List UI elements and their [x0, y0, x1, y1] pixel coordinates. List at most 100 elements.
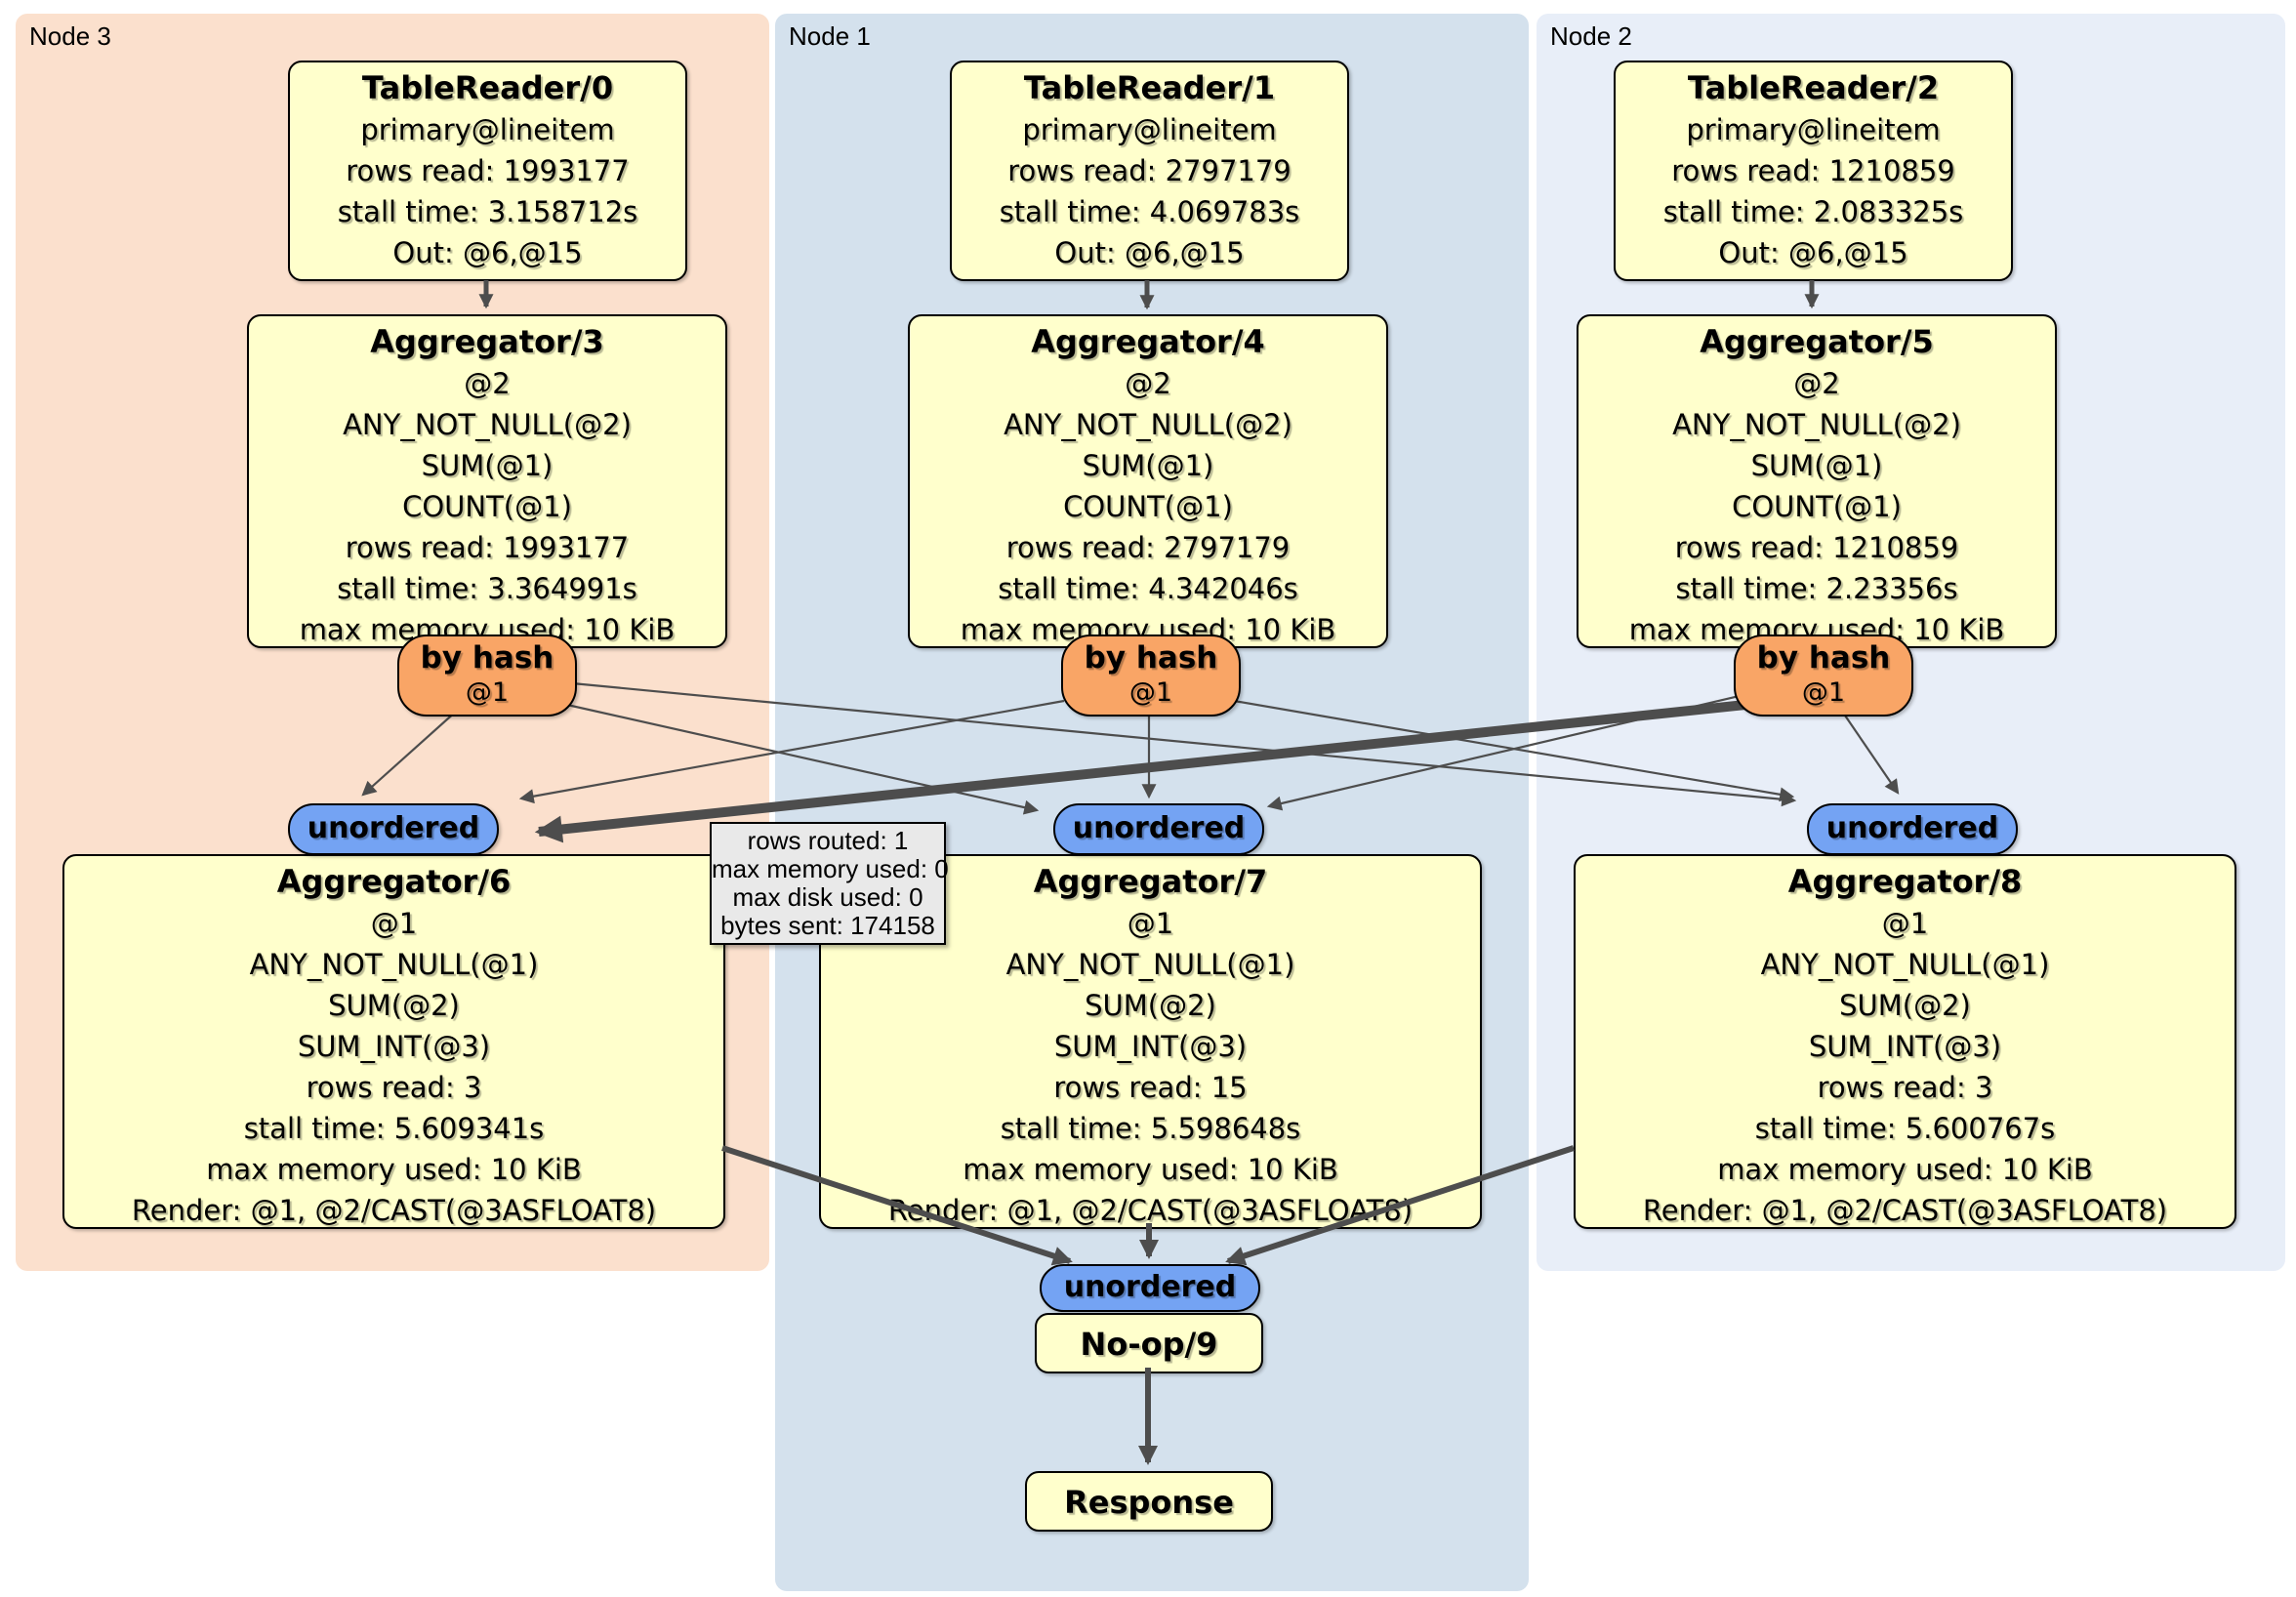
processor-title: TableReader/0: [361, 69, 614, 106]
detail-line: Out: @6,@15: [1054, 236, 1245, 269]
processor-detail-lines: primary@lineitem rows read: 2797179 stall …: [952, 109, 1347, 273]
detail-line: SUM(@2): [1085, 989, 1216, 1022]
detail-line: Out: @6,@15: [392, 236, 583, 269]
detail-line: SUM(@2): [1839, 989, 1971, 1022]
detail-line: ANY_NOT_NULL(@2): [343, 408, 632, 441]
detail-line: @1: [1881, 907, 1929, 940]
detail-line: SUM(@1): [421, 449, 554, 482]
hash-router-node1: by hash @1: [1061, 635, 1241, 717]
detail-line: rows read: 1210859: [1671, 154, 1955, 187]
edge-hash3-unordered8: [571, 681, 1797, 807]
detail-line: @2: [1125, 367, 1171, 400]
hash-router-node3: by hash @1: [397, 635, 577, 717]
detail-line: SUM(@1): [1750, 449, 1883, 482]
detail-line: @1: [1127, 907, 1174, 940]
detail-line: Render: @1, @2/CAST(@3ASFLOAT8): [131, 1194, 657, 1227]
hash-router-label: by hash: [1084, 640, 1218, 676]
detail-line: rows read: 3: [306, 1071, 482, 1104]
detail-line: rows read: 1210859: [1674, 531, 1959, 564]
detail-line: ANY_NOT_NULL(@1): [1005, 948, 1295, 981]
processor-response: Response: [1025, 1471, 1273, 1532]
detail-line: stall time: 2.083325s: [1662, 195, 1964, 228]
hash-router-column: @1: [1801, 677, 1846, 708]
detail-line: bytes sent: 174158: [720, 911, 935, 940]
processor-title: TableReader/2: [1687, 69, 1940, 106]
detail-line: @2: [464, 367, 511, 400]
detail-line: stall time: 3.158712s: [337, 195, 638, 228]
detail-line: rows read: 2797179: [1005, 531, 1291, 564]
processor-title: Aggregator/7: [1033, 863, 1268, 900]
detail-line: max disk used: 0: [732, 882, 923, 912]
processor-title: TableReader/1: [1023, 69, 1276, 106]
detail-line: SUM(@2): [328, 989, 460, 1022]
hash-router-column: @1: [465, 677, 510, 708]
detail-line: stall time: 3.364991s: [337, 572, 637, 605]
detail-line: stall time: 4.069783s: [999, 195, 1300, 228]
detail-line: stall time: 5.598648s: [1000, 1112, 1301, 1145]
processor-title: Aggregator/5: [1700, 323, 1934, 360]
edge-aggregator8-unordered9: [1225, 1145, 1575, 1266]
hash-router-node2: by hash @1: [1734, 635, 1913, 717]
detail-line: rows routed: 1: [747, 826, 909, 855]
detail-line: Render: @1, @2/CAST(@3ASFLOAT8): [887, 1194, 1414, 1227]
detail-line: max memory used: 10 KiB: [1717, 1153, 2093, 1186]
detail-line: SUM_INT(@3): [297, 1030, 491, 1063]
detail-line: COUNT(@1): [402, 490, 572, 523]
detail-line: rows read: 15: [1053, 1071, 1248, 1104]
processor-detail-lines: primary@lineitem rows read: 1210859 stall …: [1616, 109, 2011, 273]
processor-tablereader-2: TableReader/2 primary@lineitem rows read:…: [1614, 61, 2013, 281]
processor-title: No-op/9: [1080, 1326, 1218, 1363]
detail-line: rows read: 3: [1817, 1071, 1993, 1104]
detail-line: stall time: 4.342046s: [998, 572, 1298, 605]
detail-line: primary@lineitem: [360, 113, 615, 146]
detail-line: Out: @6,@15: [1718, 236, 1908, 269]
edge-hash4-unordered6: [518, 699, 1065, 804]
detail-line: max memory used: 10 KiB: [206, 1153, 582, 1186]
node-1-label: Node 1: [789, 21, 871, 51]
detail-line: COUNT(@1): [1732, 490, 1902, 523]
node-2-label: Node 2: [1550, 21, 1632, 51]
detail-line: COUNT(@1): [1063, 490, 1233, 523]
detail-line: @1: [370, 907, 418, 940]
edge-aggregator6-unordered9: [721, 1145, 1073, 1266]
detail-line: SUM_INT(@3): [1808, 1030, 2002, 1063]
detail-line: ANY_NOT_NULL(@1): [249, 948, 539, 981]
unordered-sync-aggregator7: unordered: [1053, 803, 1264, 855]
detail-line: stall time: 2.23356s: [1675, 572, 1958, 605]
detail-line: rows read: 1993177: [345, 531, 630, 564]
detail-line: ANY_NOT_NULL(@2): [1004, 408, 1292, 441]
detail-line: @2: [1793, 367, 1840, 400]
processor-title: Aggregator/3: [370, 323, 604, 360]
detail-line: primary@lineitem: [1022, 113, 1277, 146]
hash-router-column: @1: [1128, 677, 1173, 708]
processor-noop-9: No-op/9: [1035, 1313, 1263, 1373]
processor-title: Response: [1064, 1484, 1234, 1521]
edge-hash5-unordered8: [1842, 712, 1900, 795]
edge-hash5-unordered6-heavy: [534, 700, 1746, 843]
detail-line: stall time: 5.600767s: [1754, 1112, 2056, 1145]
hash-router-label: by hash: [420, 640, 554, 676]
detail-line: primary@lineitem: [1686, 113, 1941, 146]
processor-title: Aggregator/8: [1787, 863, 2023, 900]
detail-line: Render: @1, @2/CAST(@3ASFLOAT8): [1642, 1194, 2168, 1227]
detail-line: SUM_INT(@3): [1053, 1030, 1248, 1063]
detail-line: SUM(@1): [1082, 449, 1214, 482]
detail-line: rows read: 2797179: [1007, 154, 1292, 187]
unordered-sync-aggregator8: unordered: [1807, 803, 2018, 855]
hash-router-label: by hash: [1756, 640, 1891, 676]
unordered-sync-noop9: unordered: [1040, 1264, 1260, 1312]
node-3-label: Node 3: [29, 21, 111, 51]
detail-line: max memory used: 0: [712, 854, 949, 883]
processor-title: Aggregator/6: [276, 863, 512, 900]
